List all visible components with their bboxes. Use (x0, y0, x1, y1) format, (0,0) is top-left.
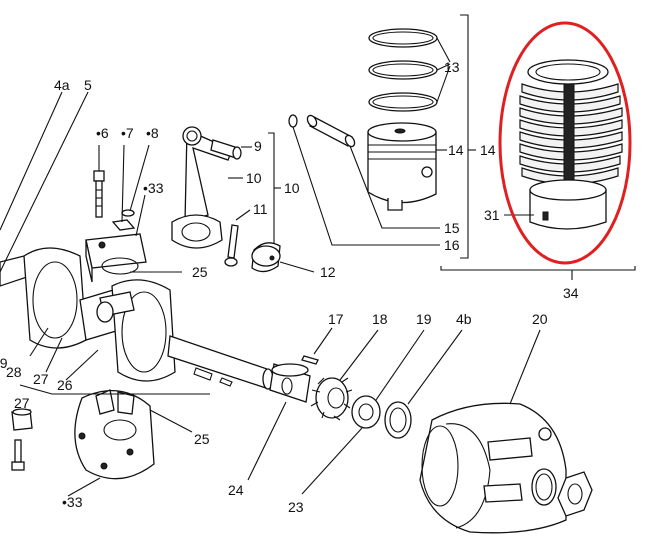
callout-33-top: •33 (143, 180, 164, 196)
callout-18: 18 (372, 311, 388, 327)
washers (111, 144, 150, 231)
nut (557, 471, 593, 517)
callout-33-bottom: •33 (62, 494, 83, 510)
callout-27-a: 27 (33, 371, 49, 387)
bracket-34 (440, 266, 636, 280)
callout-14-group: 14 (480, 142, 496, 158)
callout-15: 15 (444, 220, 460, 236)
rod-bolt (224, 209, 251, 267)
leaders (0, 91, 210, 497)
crankshaft (0, 247, 274, 390)
callout-23: 23 (288, 499, 304, 515)
callout-labels: 4a 5 •6 •7 •8 9 10 10 11 12 13 14 14 15 … (0, 59, 579, 515)
callout-10-rod: 10 (246, 170, 262, 186)
callout-11: 11 (253, 201, 268, 217)
callout-7: •7 (121, 125, 134, 141)
callout-5: 5 (84, 77, 92, 93)
callout-10-group: 10 (284, 180, 300, 196)
callout-12: 12 (320, 264, 336, 280)
timing-gear-hub-24 (247, 363, 311, 481)
main-bearing-cap (85, 194, 147, 283)
piston-rings (368, 28, 451, 112)
piston-pin (288, 114, 440, 246)
callout-26: 26 (57, 377, 73, 393)
callout-20: 20 (532, 311, 548, 327)
highlight-circle (498, 21, 632, 265)
cylinder (504, 59, 623, 230)
small-end-bush (210, 139, 252, 160)
callout-27-b: 27 (14, 395, 30, 411)
seal-4b (384, 329, 463, 439)
callout-24: 24 (228, 482, 244, 498)
bolt-33 (11, 439, 25, 471)
callout-14-piston: 14 (448, 142, 464, 158)
big-end-bearing (251, 242, 315, 273)
callout-19: 19 (416, 311, 432, 327)
callout-31: 31 (484, 207, 500, 223)
counterweight-block (74, 389, 193, 480)
callout-9: 9 (254, 138, 262, 154)
callout-25-top: 25 (192, 264, 208, 280)
callout-17: 17 (328, 311, 344, 327)
callout-28: 28 (6, 364, 22, 380)
dowel-27 (11, 408, 33, 431)
callout-8: •8 (146, 125, 159, 141)
callout-25-bottom: 25 (194, 431, 210, 447)
piston (367, 122, 447, 211)
bracket-14 (460, 14, 476, 259)
gear-18 (310, 329, 379, 421)
callout-4a: 4a (54, 77, 70, 93)
o-ring (531, 468, 557, 506)
spacer-19 (301, 329, 425, 495)
callout-29: 29 (0, 355, 8, 371)
bolt-6 (93, 145, 105, 218)
key-17 (301, 327, 333, 365)
callout-4b: 4b (456, 311, 472, 327)
callout-13: 13 (444, 59, 460, 75)
callout-34: 34 (563, 285, 579, 301)
callout-6: •6 (96, 125, 109, 141)
flywheel-housing (419, 329, 567, 534)
callout-16: 16 (444, 237, 460, 253)
bracket-10 (268, 132, 281, 246)
